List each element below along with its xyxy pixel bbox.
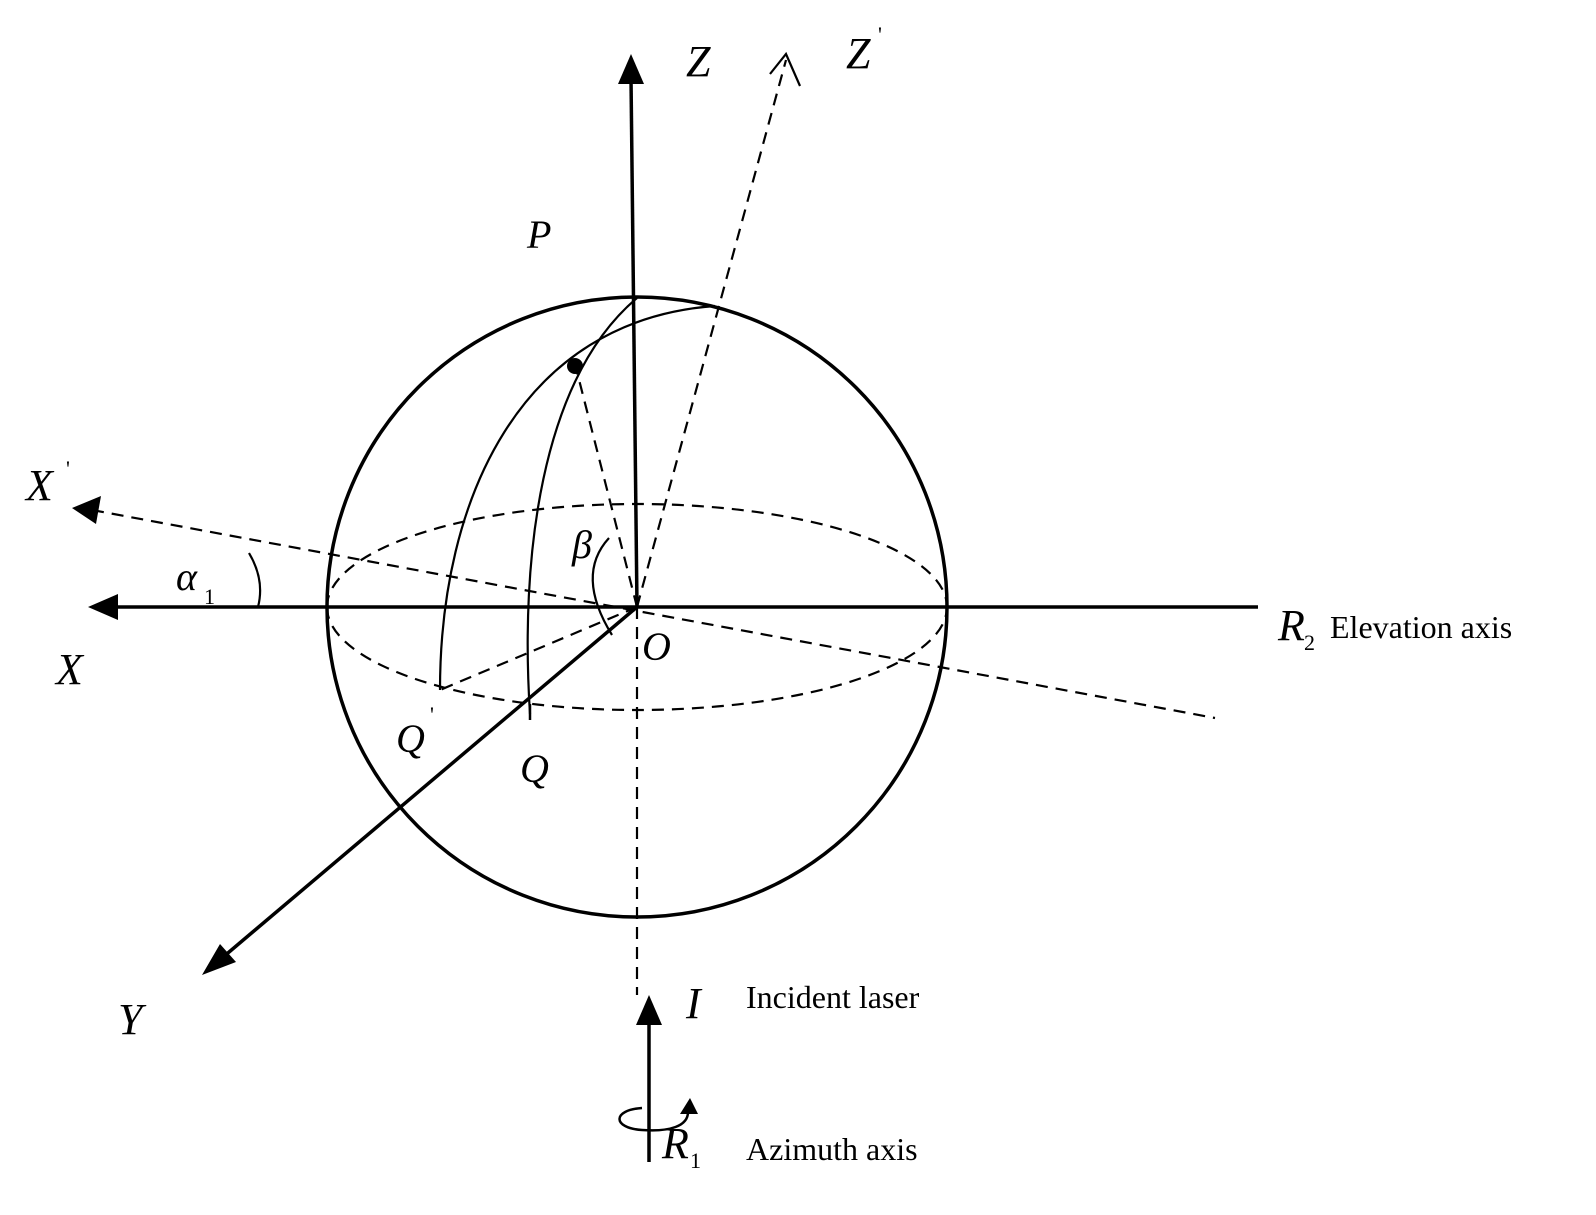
azimuth-axis-description: Azimuth axis [746,1131,918,1167]
z-axis-arrowhead [618,54,644,84]
point-q-label: Q [520,746,549,791]
alpha-angle-label: α [176,554,198,599]
alpha-subscript: 1 [204,584,215,609]
x-prime-axis-arrowhead [72,496,101,524]
y-axis-label: Y [118,995,147,1044]
azimuth-axis-r1-label: R [661,1119,689,1168]
incident-laser-description: Incident laser [746,979,920,1015]
point-q-prime-label: Q [396,716,425,761]
beta-angle-label: β [571,522,592,567]
beta-angle-arc [591,537,613,636]
oq-prime-dashed-line [439,605,638,692]
z-prime-mark: ' [878,22,882,47]
x-axis-arrowhead [88,594,118,620]
op-dashed-line [573,363,639,608]
z-prime-axis-line [635,59,788,608]
alpha-angle-arc [248,552,262,608]
azimuth-axis-r1-subscript: 1 [690,1148,701,1173]
meridian-arc-through-q [526,297,638,715]
y-axis-arrowhead [202,944,236,975]
z-axis-line [629,77,639,608]
x-prime-mark: ' [66,456,70,481]
x-axis-label: X [54,645,85,694]
point-p-dot [567,358,583,374]
elevation-axis-r2-label: R [1277,601,1305,650]
meridian-arc-through-q-prime [438,304,716,691]
incident-laser-i-label: I [685,979,703,1028]
y-axis-line [220,605,639,960]
origin-o-label: O [642,624,671,669]
azimuth-rotation-arrow [618,1106,690,1132]
elevation-axis-description: Elevation axis [1330,609,1512,645]
q-prime-mark: ' [430,702,434,727]
elevation-axis-r2-subscript: 2 [1304,630,1315,655]
z-axis-label: Z [686,37,711,86]
x-prime-axis-line [91,508,1216,720]
z-prime-axis-label: Z [846,29,871,78]
incident-laser-arrowhead [636,995,662,1025]
azimuth-rotation-arrowhead [680,1098,698,1114]
x-prime-axis-label: X [24,461,55,510]
z-prime-axis-open-arrowhead [769,51,802,87]
point-p-label: P [526,212,551,257]
